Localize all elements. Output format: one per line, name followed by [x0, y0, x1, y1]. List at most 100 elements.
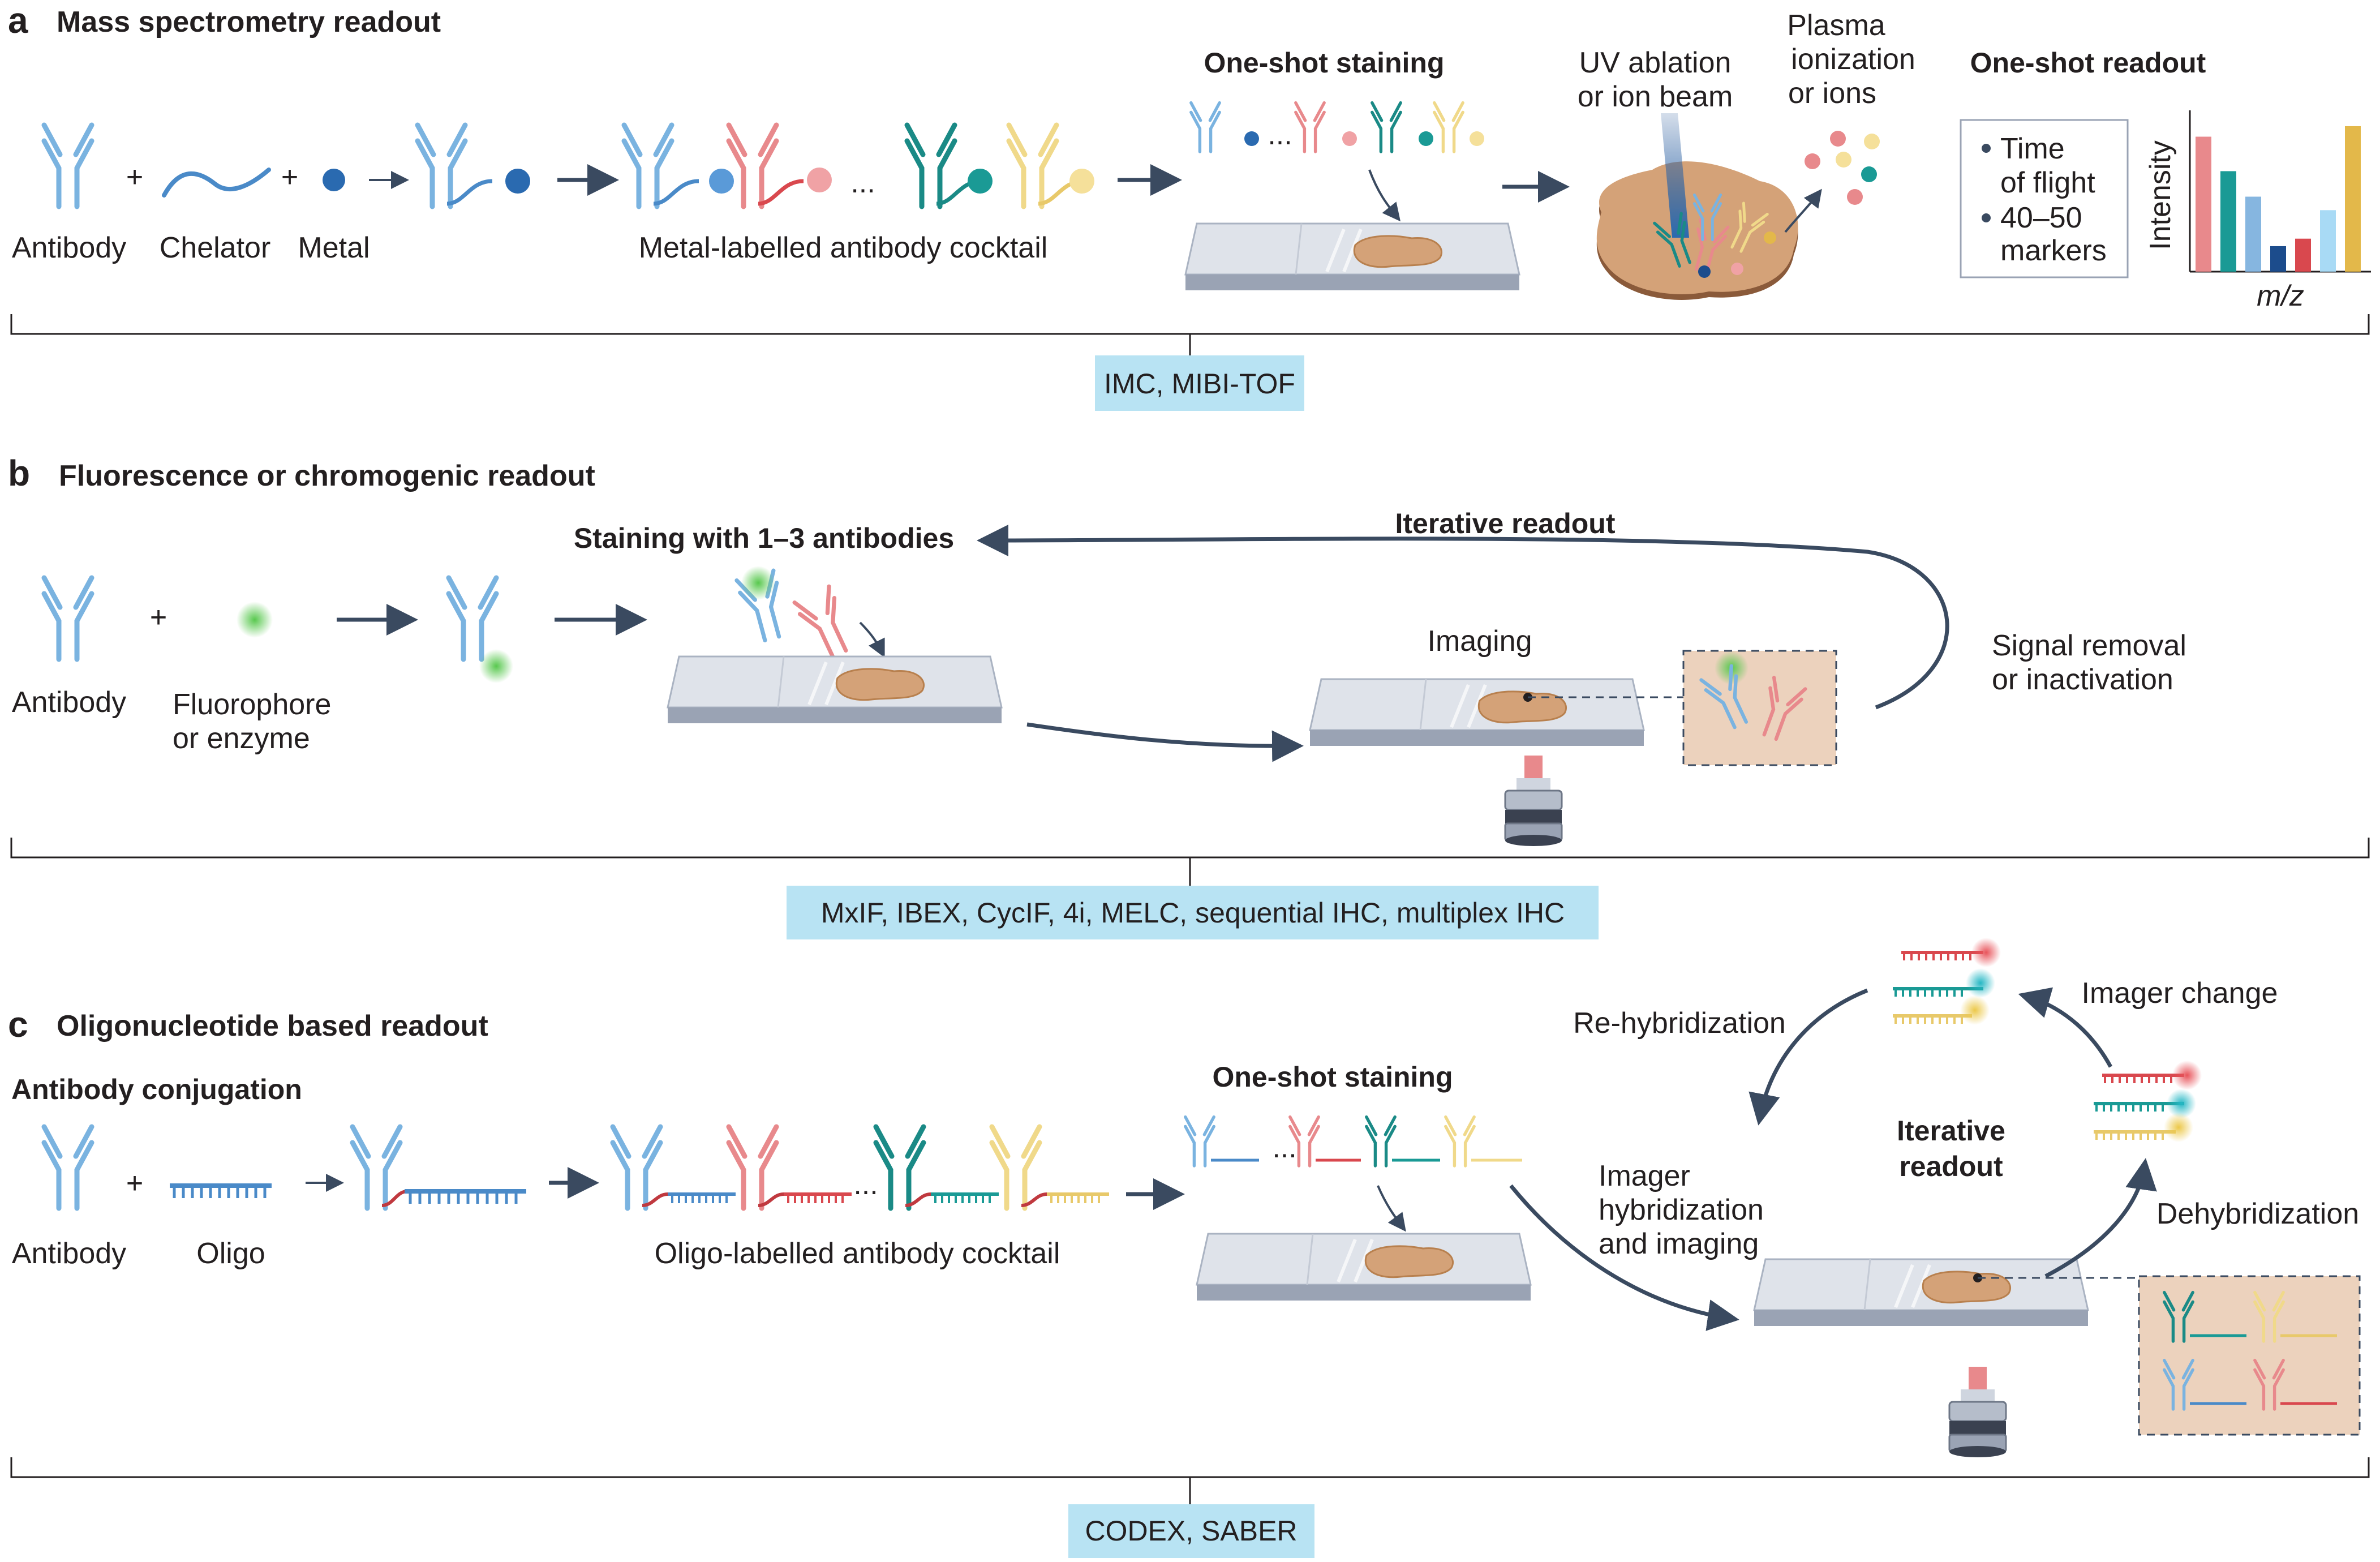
oligo-icon — [405, 1189, 526, 1204]
oligo-icon — [170, 1183, 272, 1198]
iterative-readout-line1: Iterative — [1897, 1115, 2005, 1147]
plus-sign: + — [126, 1167, 143, 1200]
antibody-icon — [44, 1127, 92, 1208]
plasma-label-line2: ionization — [1791, 43, 1915, 76]
x-axis-label: m/z — [2257, 280, 2304, 312]
metal-bead-icon — [505, 169, 530, 194]
panel-c: c Oligonucleotide based readout Antibody… — [8, 938, 2370, 1558]
imager-hyb-line2: hybridization — [1599, 1194, 1764, 1226]
arrow — [1377, 1185, 1406, 1232]
zoom-box — [1682, 650, 1837, 766]
antibody-icon — [794, 586, 857, 662]
mini-cocktail: ... — [1191, 103, 1484, 152]
antibody-icon — [353, 1127, 400, 1208]
intensity-bar-7 — [2345, 126, 2361, 272]
intensity-bar-3 — [2245, 196, 2261, 272]
panel-a-title: Mass spectrometry readout — [57, 6, 441, 38]
slide-icon — [1185, 224, 1519, 290]
panel-c-title: Oligonucleotide based readout — [57, 1010, 488, 1042]
fluorophore-label-line2: or enzyme — [173, 722, 310, 755]
panel-b: b Fluorescence or chromogenic readout An… — [8, 453, 2370, 939]
slide-icon — [1197, 1234, 1531, 1301]
svg-text:...: ... — [853, 1168, 878, 1201]
arrow — [859, 621, 885, 658]
readout-box-line2: of flight — [2000, 166, 2095, 199]
signal-removal-line1: Signal removal — [1992, 629, 2186, 662]
antibody-label: Antibody — [12, 1237, 126, 1270]
zoom-box — [2138, 1275, 2361, 1436]
imager-strands-right — [2094, 1061, 2202, 1142]
readout-box-line1: Time — [2000, 132, 2065, 165]
one-shot-staining-label: One-shot staining — [1204, 47, 1445, 79]
arrow — [1026, 722, 1304, 762]
svg-text:...: ... — [1272, 1131, 1296, 1164]
iterative-readout-label: Iterative readout — [1395, 508, 1615, 539]
imager-hyb-line3: and imaging — [1599, 1228, 1759, 1260]
zoom-antibodies — [2164, 1293, 2337, 1409]
one-shot-readout-label: One-shot readout — [1970, 47, 2206, 79]
dehybridization-label: Dehybridization — [2156, 1198, 2359, 1230]
intensity-bar-1 — [2196, 136, 2211, 272]
plus-sign: + — [126, 161, 143, 194]
bracket — [10, 1457, 2370, 1510]
antibody-icon — [44, 578, 92, 659]
rehybridization-label: Re-hybridization — [1573, 1007, 1786, 1040]
svg-text:...: ... — [1268, 118, 1292, 151]
microscope-objective-icon — [1504, 754, 1563, 847]
chelator-icon — [446, 179, 493, 206]
intensity-bar-chart: Intensity m/z — [2144, 110, 2371, 312]
readout-box-line4: markers — [2000, 234, 2107, 267]
metal-cocktail: ... — [624, 125, 1094, 207]
ablation-label-line1: UV ablation — [1579, 46, 1732, 79]
oligo-label: Oligo — [196, 1237, 265, 1270]
methods-label-b: MxIF, IBEX, CycIF, 4i, MELC, sequential … — [821, 897, 1565, 929]
fluorophore-icon — [237, 602, 273, 638]
slide-icon — [668, 656, 1002, 723]
panel-b-title: Fluorescence or chromogenic readout — [59, 460, 595, 492]
fluorophore-label-line1: Fluorophore — [173, 688, 331, 721]
staining-label: Staining with 1–3 antibodies — [574, 522, 954, 554]
cocktail-label: Metal-labelled antibody cocktail — [639, 231, 1048, 264]
plus-sign: + — [150, 601, 167, 634]
imager-strands-top — [1893, 938, 2001, 1025]
chelator-label: Chelator — [160, 231, 271, 264]
antibody-label: Antibody — [12, 231, 126, 264]
bracket — [10, 314, 2370, 355]
fluorophore-icon — [479, 649, 513, 683]
imager-change-label: Imager change — [2082, 977, 2278, 1010]
panel-c-letter: c — [8, 1004, 28, 1045]
readout-box-line3: 40–50 — [2000, 201, 2082, 234]
svg-text:...: ... — [850, 166, 875, 199]
ablation-label-line2: or ion beam — [1578, 80, 1733, 113]
intensity-bar-6 — [2320, 210, 2336, 272]
cycle-arrow — [2044, 1158, 2157, 1278]
methods-label-c: CODEX, SABER — [1085, 1515, 1297, 1547]
signal-removal-line2: or inactivation — [1992, 663, 2173, 696]
one-shot-staining-label: One-shot staining — [1213, 1061, 1453, 1093]
antibody-conjugation-label: Antibody conjugation — [11, 1074, 302, 1105]
panel-a: a Mass spectrometry readout Antibody + C… — [8, 0, 2371, 411]
cycle-arrow — [2018, 987, 2113, 1068]
arrow — [1368, 169, 1400, 222]
microscope-objective-icon — [1948, 1366, 2007, 1458]
antibody-icon — [44, 125, 92, 207]
intensity-bar-4 — [2270, 246, 2286, 272]
antibody-label: Antibody — [12, 686, 126, 719]
antibody-icon — [449, 578, 496, 659]
cycle-arrow — [1749, 988, 1868, 1126]
plasma-label-line3: or ions — [1788, 77, 1876, 110]
mini-oligo-cocktail: ... — [1185, 1117, 1522, 1166]
antibody-icon — [418, 125, 465, 207]
intensity-bar-5 — [2295, 238, 2311, 272]
imager-hyb-line1: Imager — [1599, 1160, 1690, 1192]
plus-sign: + — [281, 161, 298, 194]
plasma-label-line1: Plasma — [1787, 9, 1885, 42]
methods-label-a: IMC, MIBI-TOF — [1104, 368, 1295, 400]
panel-a-letter: a — [8, 0, 28, 41]
fluorophore-icon — [741, 566, 775, 600]
iterative-arrow — [977, 524, 1949, 710]
tissue-ablation-icon — [1596, 113, 1880, 300]
methods-box-b — [787, 886, 1599, 939]
